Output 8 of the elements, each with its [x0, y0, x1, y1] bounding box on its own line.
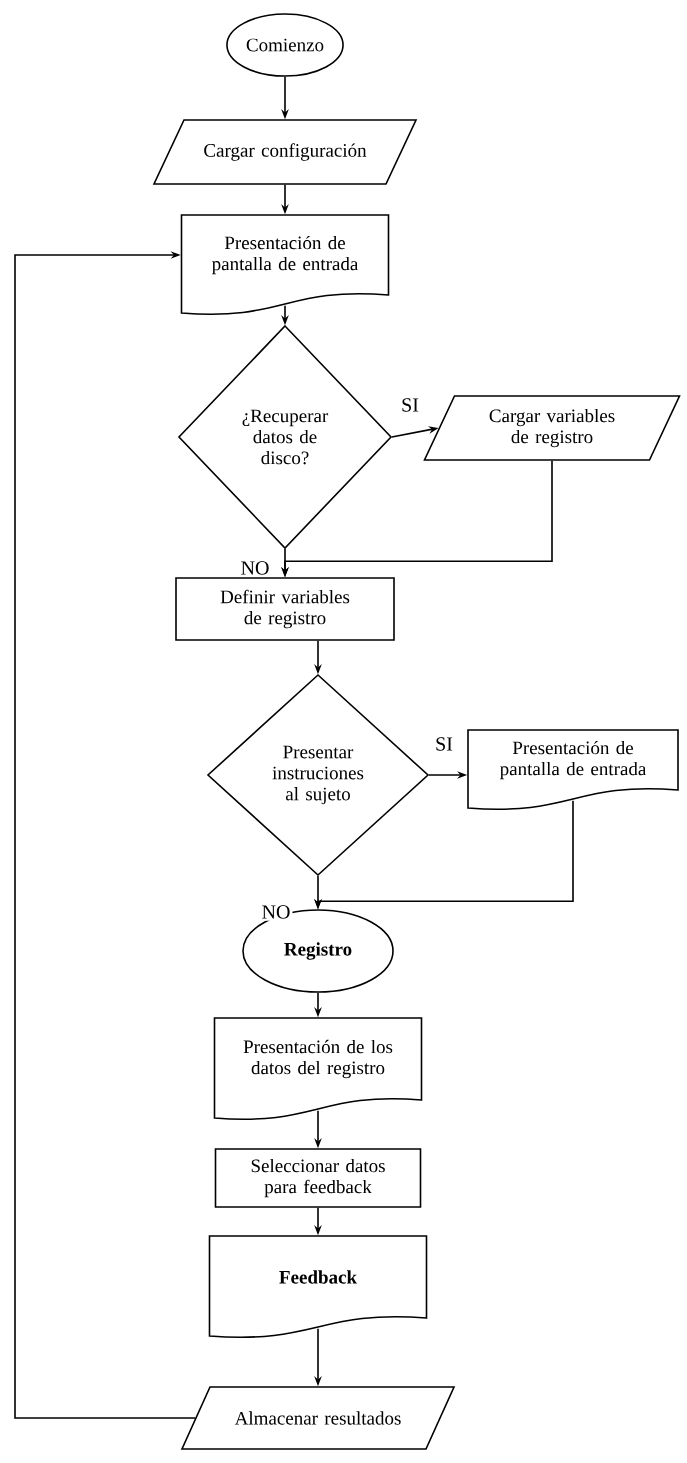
edge-label: SI: [399, 396, 421, 414]
data-parallelogram: Cargar variables de registro: [423, 395, 681, 461]
edge-label: NO: [259, 903, 293, 921]
process-box: Seleccionar datos para feedback: [214, 1148, 422, 1208]
process-box: Definir variables de registro: [175, 577, 395, 641]
edge-label: NO: [238, 559, 272, 577]
edge-label: SI: [433, 735, 455, 753]
arrow: [14, 251, 196, 1419]
